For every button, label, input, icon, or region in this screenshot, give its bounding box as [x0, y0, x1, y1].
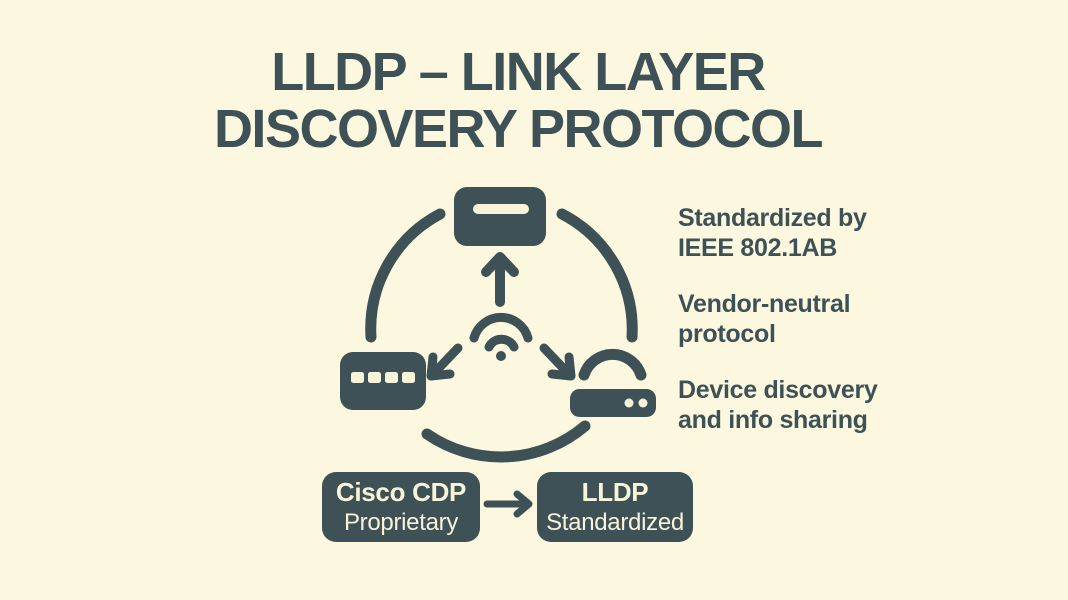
router-led [638, 398, 648, 408]
cycle-arc-top-left [365, 208, 446, 343]
lldp-cycle-diagram [340, 187, 656, 463]
router-icon [570, 348, 656, 417]
page-title: LLDP – LINK LAYER DISCOVERY PROTOCOL [0, 44, 1036, 158]
down-left-arrow-icon [426, 343, 463, 381]
fact-standardized: Standardized by IEEE 802.1AB [678, 204, 867, 262]
monitor-icon [454, 187, 546, 246]
cycle-arc-top-right [556, 208, 638, 343]
lldp-box-subtitle: Standardized [546, 509, 684, 536]
lldp-box-title: LLDP [581, 477, 649, 507]
cdp-box: Cisco CDP Proprietary [322, 472, 480, 542]
cdp-box-title: Cisco CDP [335, 477, 467, 507]
page-title-line-2: DISCOVERY PROTOCOL [213, 99, 824, 159]
router-body [570, 389, 656, 417]
monitor-screen-bar [473, 204, 529, 214]
monitor-body [454, 187, 546, 246]
wifi-icon [469, 312, 533, 361]
switch-port [368, 372, 381, 383]
switch-icon [340, 352, 426, 410]
fact-device-discovery: Device discovery and info sharing [678, 376, 878, 434]
wifi-dot [496, 351, 506, 361]
lldp-box: LLDP Standardized [537, 472, 693, 542]
fact-vendor-neutral: Vendor-neutral protocol [678, 290, 851, 348]
switch-body [340, 352, 426, 410]
switch-port [385, 372, 398, 383]
down-right-arrow-icon [539, 343, 576, 381]
switch-port [402, 372, 415, 383]
cdp-box-subtitle: Proprietary [343, 509, 459, 536]
right-arrow-icon [483, 490, 533, 518]
wifi-arc-outer [469, 312, 533, 343]
router-signal-arc [578, 348, 647, 381]
facts-column: Standardized by IEEE 802.1AB Vendor-neut… [678, 203, 908, 461]
cycle-arc-bottom [421, 420, 591, 463]
switch-port [351, 372, 364, 383]
page-title-line-1: LLDP – LINK LAYER [271, 42, 766, 102]
wifi-arc-inner [484, 334, 519, 352]
up-arrow-icon [481, 252, 519, 307]
router-led [624, 398, 634, 408]
